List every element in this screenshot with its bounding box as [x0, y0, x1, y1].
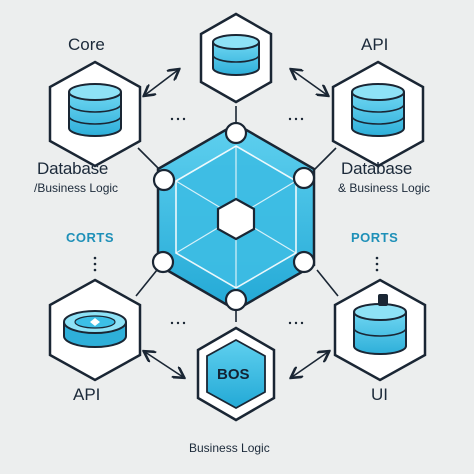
- label-footer-business-logic: Business Logic: [189, 441, 270, 455]
- node-top-left: [48, 60, 142, 168]
- label-api-bottom: API: [73, 385, 101, 404]
- dotted-decorations: [93, 117, 379, 325]
- label-business-logic-left: /Business Logic: [34, 181, 119, 195]
- arrow-bottom-right: [292, 352, 328, 377]
- hexagonal-core-icon: [216, 197, 256, 241]
- database-icon: [68, 83, 122, 137]
- port-nodes: [151, 121, 316, 312]
- node-bottom-center: [196, 326, 276, 422]
- node-bottom-left: [48, 278, 142, 382]
- disk-icon: [63, 310, 127, 348]
- port-node-top-right: [292, 166, 316, 190]
- line-right-to-core: [313, 147, 337, 171]
- central-core-hexagon: [151, 121, 316, 312]
- hexagon-badge-icon: [206, 338, 266, 410]
- port-node-top: [224, 121, 248, 145]
- node-top-right: [331, 60, 425, 168]
- label-ui: UI: [371, 385, 388, 404]
- node-top-center: [199, 12, 273, 104]
- line-bottom-right-to-core: [316, 269, 339, 297]
- arrow-bottom-left: [145, 352, 183, 377]
- database-icon: [212, 34, 260, 76]
- node-bottom-right: [333, 278, 427, 382]
- label-business-logic-right: & Business Logic: [338, 181, 431, 195]
- label-ports-left: CORTS: [66, 230, 114, 245]
- port-node-bottom: [224, 288, 248, 312]
- label-database-right: Database: [341, 159, 413, 178]
- port-node-bottom-right: [292, 250, 316, 274]
- storage-icon: [353, 294, 407, 355]
- label-bos: BOS: [217, 366, 250, 383]
- port-node-bottom-left: [151, 250, 175, 274]
- label-database-left: Database: [37, 159, 109, 178]
- arrow-top-left: [145, 70, 178, 95]
- line-left-to-core: [137, 147, 161, 171]
- line-bottom-left-to-core: [135, 269, 158, 297]
- database-icon: [351, 83, 405, 137]
- label-core: Core: [68, 35, 105, 54]
- label-api-top: API: [361, 35, 389, 54]
- port-node-top-left: [152, 168, 176, 192]
- arrow-top-right: [292, 70, 327, 95]
- label-ports-right: PORTS: [351, 230, 399, 245]
- connector-arrows: [135, 70, 339, 377]
